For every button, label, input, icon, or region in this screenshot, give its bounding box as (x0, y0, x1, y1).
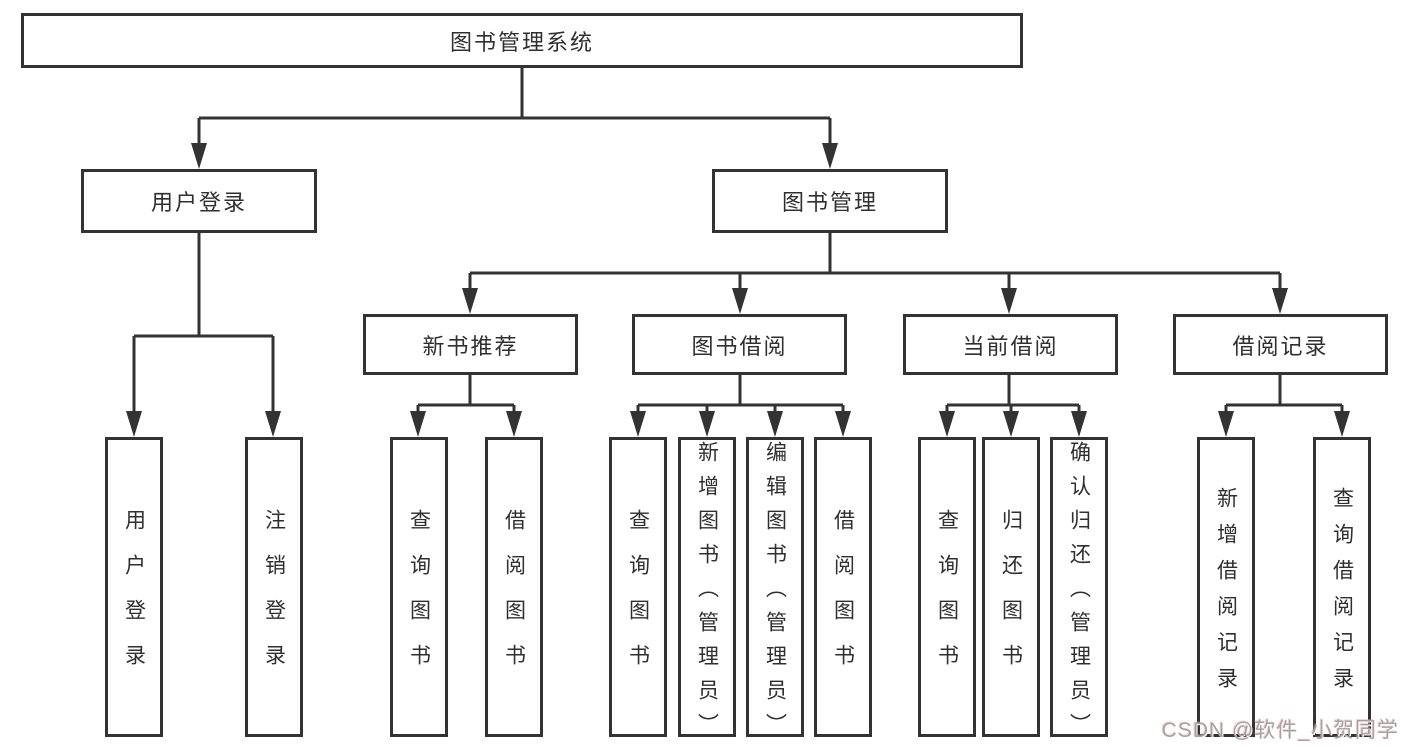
leaf-recommend-borrow-books-label: 借阅图书 (502, 509, 526, 689)
watermark: CSDN @软件_小贺同学 (1161, 719, 1399, 742)
leaf-confirm-return-admin: 确认归还（管理员） (1050, 437, 1108, 747)
node-new-book-recommend: 新书推荐 (363, 314, 578, 375)
leaf-user-login: 用户登录 (105, 437, 163, 737)
leaf-recommend-borrow-books: 借阅图书 (485, 437, 543, 737)
node-book-management: 图书管理 (712, 169, 948, 233)
leaf-return-books: 归还图书 (982, 437, 1040, 737)
leaf-logout-label: 注销登录 (262, 509, 286, 689)
leaf-add-borrow-record-label: 新增借阅记录 (1214, 486, 1238, 703)
leaf-confirm-return-admin-label: 确认归还（管理员） (1067, 440, 1091, 747)
leaf-current-query-books-label: 查询图书 (935, 509, 959, 689)
leaf-return-books-label: 归还图书 (999, 509, 1023, 689)
leaf-borrow-query-books-label: 查询图书 (626, 509, 650, 689)
node-user-login-group-label: 用户登录 (150, 190, 247, 215)
leaf-recommend-query-books-label: 查询图书 (407, 509, 431, 689)
leaf-borrow-books-label: 借阅图书 (831, 509, 855, 689)
leaf-current-query-books: 查询图书 (918, 437, 976, 737)
node-root: 图书管理系统 (21, 13, 1023, 68)
node-book-management-label: 图书管理 (781, 190, 878, 215)
node-user-login-group: 用户登录 (81, 169, 317, 233)
leaf-logout: 注销登录 (245, 437, 303, 737)
node-book-borrow: 图书借阅 (632, 314, 847, 375)
leaf-recommend-query-books: 查询图书 (390, 437, 448, 737)
node-current-borrow-label: 当前借阅 (962, 333, 1059, 359)
node-new-book-recommend-label: 新书推荐 (422, 333, 519, 359)
leaf-edit-books-admin-label: 编辑图书（管理员） (763, 440, 787, 747)
node-root-label: 图书管理系统 (449, 29, 594, 55)
node-book-borrow-label: 图书借阅 (691, 333, 788, 359)
leaf-add-books-admin-label: 新增图书（管理员） (695, 440, 719, 747)
leaf-add-books-admin: 新增图书（管理员） (678, 437, 736, 747)
node-current-borrow: 当前借阅 (903, 314, 1118, 375)
leaf-user-login-label: 用户登录 (122, 509, 146, 689)
node-borrow-records: 借阅记录 (1173, 314, 1388, 375)
leaf-query-borrow-record: 查询借阅记录 (1313, 437, 1371, 737)
leaf-borrow-query-books: 查询图书 (609, 437, 667, 737)
leaf-borrow-books: 借阅图书 (814, 437, 872, 737)
leaf-query-borrow-record-label: 查询借阅记录 (1330, 486, 1354, 703)
node-borrow-records-label: 借阅记录 (1232, 333, 1329, 359)
leaf-add-borrow-record: 新增借阅记录 (1197, 437, 1255, 737)
leaf-edit-books-admin: 编辑图书（管理员） (746, 437, 804, 747)
